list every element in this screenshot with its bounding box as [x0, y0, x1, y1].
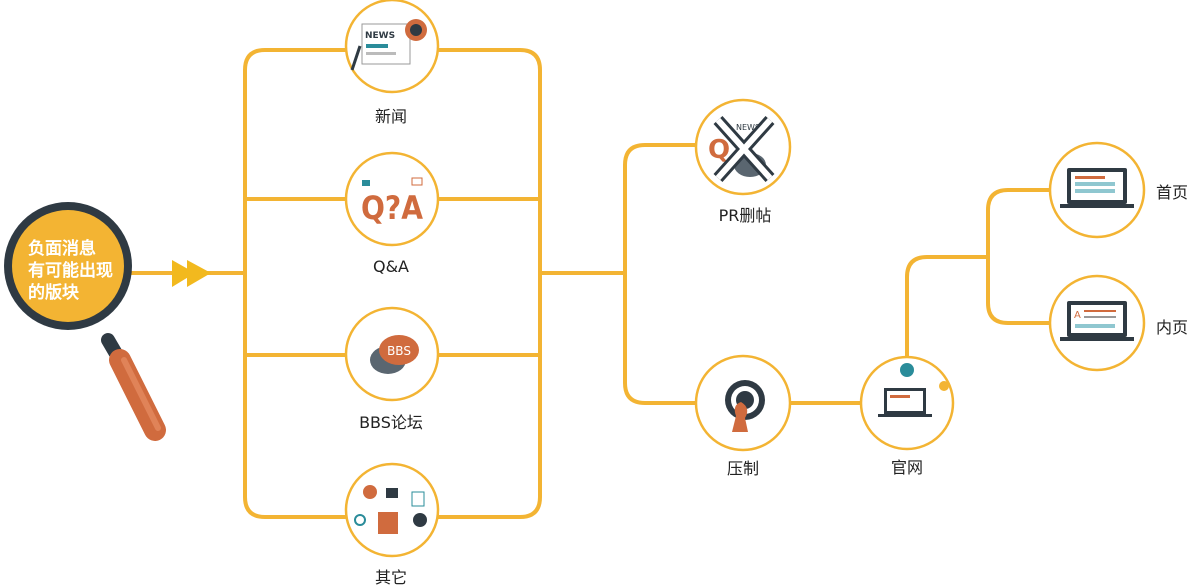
pr-icon-text: NEWS [736, 123, 760, 132]
target-chess-icon [725, 380, 765, 432]
node-suppress: 压制 [694, 354, 792, 478]
label-bbs: BBS论坛 [359, 413, 423, 432]
node-qa: Q?A Q&A [344, 151, 440, 276]
svg-text:A: A [1074, 310, 1081, 321]
center-line-1: 负面消息 [28, 238, 96, 259]
label-website: 官网 [891, 458, 923, 477]
misc-icon [354, 485, 427, 534]
laptop-innerpage-icon: A [1060, 301, 1134, 341]
center-line-3: 的版块 [28, 282, 80, 303]
website-icon [878, 363, 949, 417]
label-pr-delete: PR删帖 [719, 206, 772, 225]
center-line-2: 有可能出现 [28, 260, 113, 281]
bbs-icon-text: BBS [387, 344, 411, 358]
svg-text:Q: Q [708, 135, 730, 165]
double-arrow-icon [172, 260, 211, 287]
news-icon: NEWS [350, 19, 427, 71]
label-suppress: 压制 [727, 459, 759, 478]
connectors [128, 48, 1052, 519]
node-innerpage: A 内页 [1048, 274, 1188, 372]
label-news: 新闻 [375, 107, 407, 126]
node-other: 其它 [344, 462, 440, 587]
label-homepage: 首页 [1156, 183, 1188, 202]
qa-icon-text: Q?A [361, 189, 423, 227]
magnifier-icon: 负面消息 有可能出现 的版块 [4, 202, 166, 441]
node-website: 官网 [859, 355, 955, 477]
delete-cross-icon: Q NEWS [708, 115, 775, 183]
node-bbs: BBS BBS论坛 [344, 306, 440, 432]
label-other: 其它 [375, 568, 407, 587]
label-qa: Q&A [373, 257, 409, 276]
node-news: NEWS 新闻 [344, 0, 440, 126]
qa-icon: Q?A [361, 177, 423, 227]
news-icon-text: NEWS [365, 31, 395, 41]
label-innerpage: 内页 [1156, 318, 1188, 337]
node-homepage: 首页 [1048, 141, 1188, 239]
laptop-homepage-icon [1060, 168, 1134, 208]
bbs-icon: BBS [370, 335, 419, 374]
node-pr-delete: Q NEWS PR删帖 [694, 98, 792, 225]
